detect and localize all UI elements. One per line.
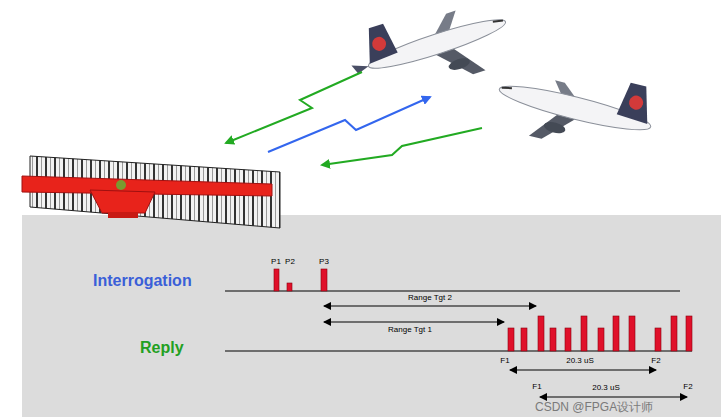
- aircraft-tail: [359, 22, 398, 64]
- aircraft-1: [342, 0, 518, 109]
- pulse: [686, 316, 692, 351]
- row-title: Interrogation: [93, 272, 192, 290]
- pedestal-base: [108, 212, 138, 218]
- reply-axis: [225, 350, 692, 351]
- interrogation-signal: [268, 97, 430, 152]
- pulse: [565, 328, 571, 351]
- row-title: Reply: [140, 339, 184, 357]
- reply-signal: [226, 72, 362, 143]
- pulse-name: P3: [319, 257, 329, 266]
- interrogation-pulses: [274, 269, 327, 291]
- pulse: [508, 328, 514, 351]
- aircraft-tail: [616, 81, 656, 124]
- interrogation-axis: [225, 290, 680, 291]
- pulse: [550, 328, 556, 351]
- pulse: [613, 316, 619, 351]
- pulse: [274, 269, 279, 291]
- pulse: [287, 283, 292, 291]
- pulse: [655, 328, 661, 351]
- pulse: [538, 316, 544, 351]
- framing-arrow: [510, 370, 656, 371]
- interval-label: 20.3 uS: [592, 383, 620, 392]
- frame-pulse-name: F2: [683, 382, 692, 391]
- pulse: [671, 316, 677, 351]
- frame-pulse-name: F1: [500, 356, 509, 365]
- frame-pulse-name: F1: [532, 382, 541, 391]
- antenna-hub: [116, 180, 126, 190]
- ground-panel: [22, 215, 721, 417]
- pulse-name: P1: [271, 257, 281, 266]
- aircraft-engine: [543, 120, 567, 135]
- tail-logo: [370, 35, 388, 53]
- range-label: Range Tgt 1: [388, 325, 432, 334]
- radar-antenna: [22, 156, 280, 228]
- range-arrow: [324, 322, 504, 323]
- frame-pulse-name: F2: [651, 356, 660, 365]
- aircraft-cockpit: [493, 19, 503, 24]
- antenna-pedestal: [90, 190, 155, 213]
- aircraft-2: [490, 52, 660, 163]
- pulse: [521, 328, 527, 351]
- framing-arrow: [540, 397, 687, 398]
- pulse-name: P2: [285, 257, 295, 266]
- range-arrow: [324, 306, 536, 307]
- reply-signal: [322, 128, 482, 165]
- watermark: CSDN @FPGA设计师: [533, 401, 655, 415]
- aircraft-cockpit: [502, 86, 512, 90]
- reply-pulses: [508, 316, 692, 351]
- pulse: [321, 269, 327, 291]
- aircraft-engine: [447, 56, 471, 72]
- pulse: [598, 328, 604, 351]
- interval-label: 20.3 uS: [566, 356, 594, 365]
- tail-logo: [628, 94, 645, 111]
- range-label: Range Tgt 2: [408, 293, 452, 302]
- pulse: [629, 316, 635, 351]
- pulse: [581, 316, 587, 351]
